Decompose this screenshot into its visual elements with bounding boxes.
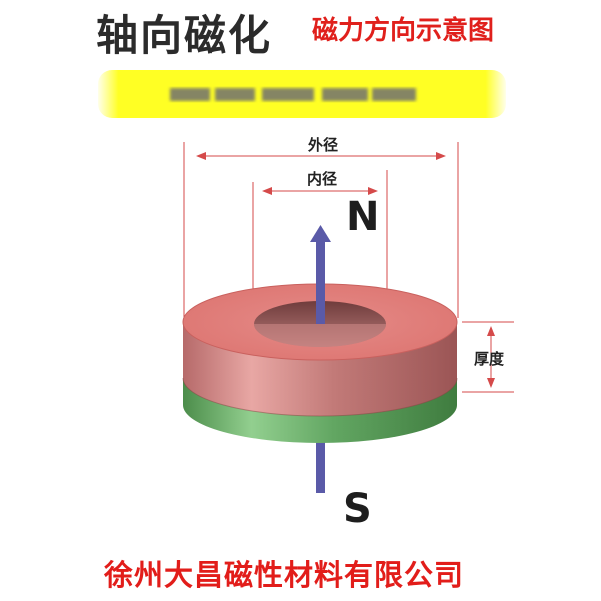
blurred-banner: [98, 70, 506, 118]
page-subtitle: 磁力方向示意图: [312, 16, 495, 46]
thickness-label: 厚度: [474, 350, 505, 368]
company-name: 徐州大昌磁性材料有限公司: [104, 558, 465, 592]
north-pole-label: N: [346, 194, 379, 240]
page-title: 轴向磁化: [96, 11, 273, 60]
inner-diameter-label: 内径: [307, 170, 337, 188]
outer-diameter-label: 外径: [307, 136, 338, 154]
south-pole-label: S: [343, 486, 372, 532]
thickness-dimension: 厚度: [462, 321, 514, 393]
outer-diameter-dimension: 外径: [183, 136, 459, 330]
magnetic-axis-arrow: [310, 225, 331, 324]
magnetic-axis-lower: [316, 405, 325, 493]
